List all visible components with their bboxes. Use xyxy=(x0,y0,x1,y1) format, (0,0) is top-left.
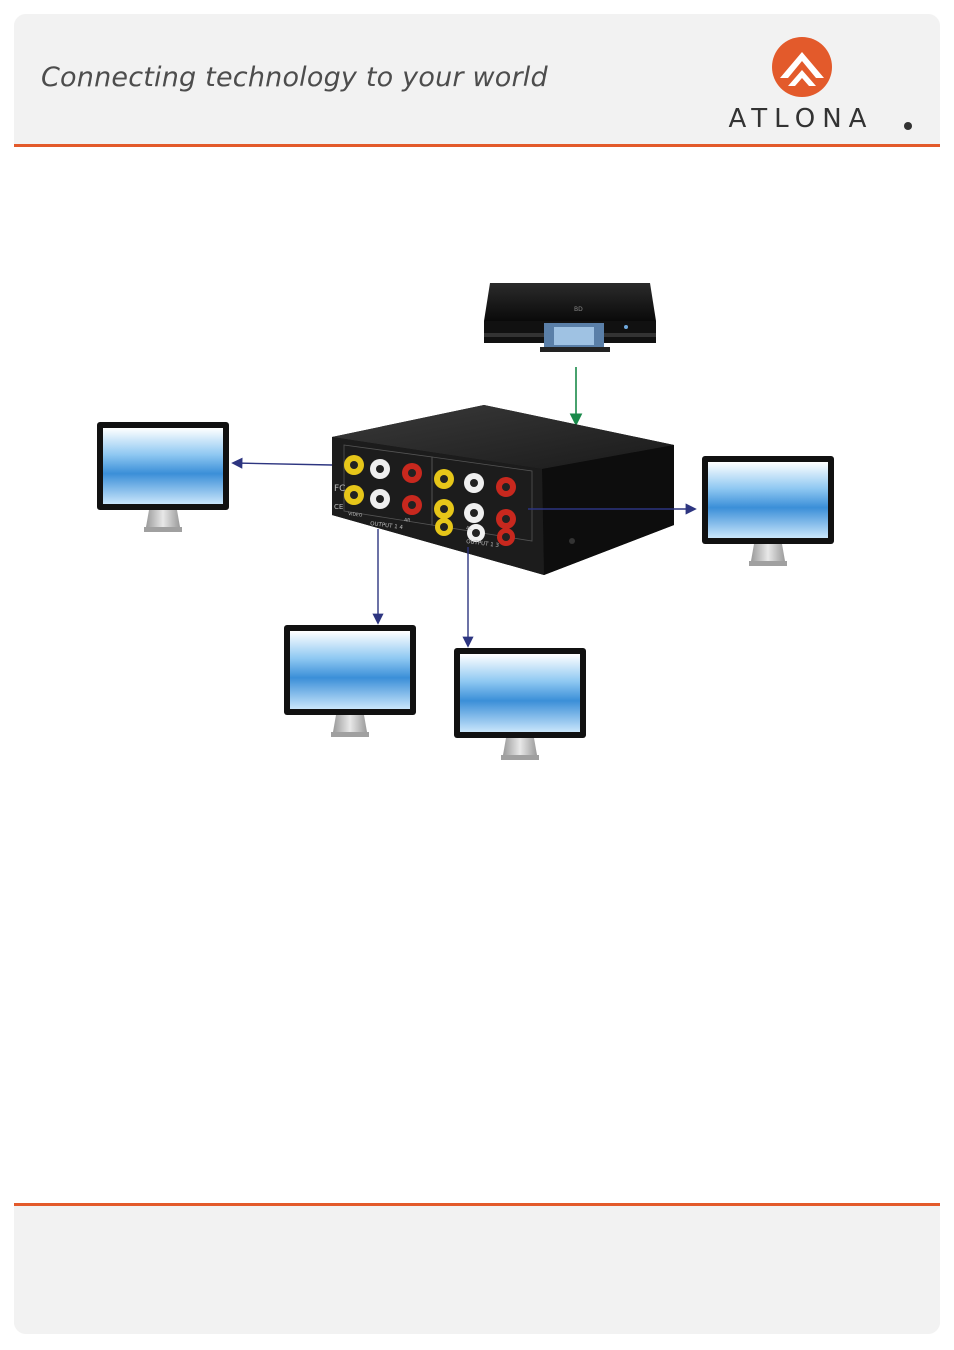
connection-diagram: BD xyxy=(97,283,834,760)
header-rule xyxy=(14,144,940,147)
footer-rule xyxy=(14,1203,940,1206)
monitor-icon xyxy=(454,648,586,760)
svg-text:BD: BD xyxy=(574,306,583,313)
monitor-icon xyxy=(284,625,416,737)
splitter-jack-label-ar: AR xyxy=(404,517,411,524)
atlona-wordmark: ATLONA xyxy=(728,104,874,134)
splitter-jack-label-video: VIDEO xyxy=(348,511,363,519)
footer xyxy=(14,1206,940,1334)
av-splitter-icon xyxy=(332,405,674,575)
blu-ray-player-icon: BD xyxy=(484,283,656,352)
atlona-logo: ATLONA xyxy=(696,34,916,134)
splitter-output-label-right: OUTPUT 1 3 xyxy=(466,539,500,549)
tagline: Connecting technology to your world xyxy=(41,62,548,93)
splitter-output-label-left: OUTPUT 1 4 xyxy=(370,521,404,531)
atlona-chevron-icon xyxy=(772,37,832,97)
monitor-icon xyxy=(702,456,834,566)
splitter-jack-label-al: AL xyxy=(466,525,473,532)
header: Connecting technology to your world ATLO… xyxy=(14,14,940,144)
monitor-icon xyxy=(97,422,229,532)
page-frame: Connecting technology to your world ATLO… xyxy=(14,14,940,1334)
splitter-mark-fc: FC xyxy=(334,484,345,494)
output-link-1 xyxy=(231,457,333,469)
content-area: BD xyxy=(14,147,940,1203)
registered-mark-icon xyxy=(904,122,912,130)
splitter-mark-ce: CE xyxy=(334,503,343,511)
